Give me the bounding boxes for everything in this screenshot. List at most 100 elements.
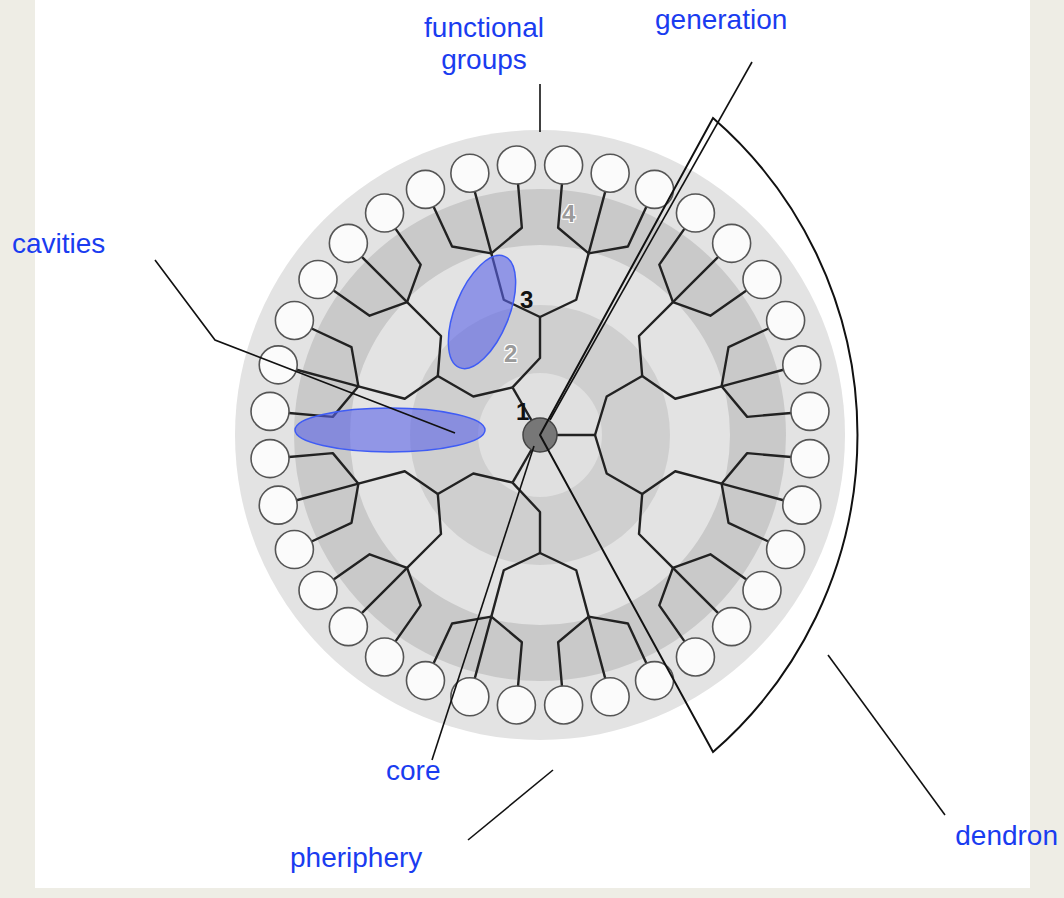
callout-number: 3 <box>520 288 533 312</box>
cavity <box>434 246 529 377</box>
branch-line <box>540 253 589 317</box>
branch-line <box>334 554 407 579</box>
callout-number: 1 <box>516 400 529 424</box>
part-label: cavities <box>12 228 105 260</box>
branch-line <box>362 568 407 613</box>
functional-group-circle <box>251 440 289 478</box>
part-label: dendron <box>955 820 1058 852</box>
functional-group-circle <box>591 154 629 192</box>
branch-line <box>438 474 513 495</box>
branch-line <box>722 329 769 387</box>
functional-group-circle <box>406 170 444 208</box>
branch-line <box>434 207 492 254</box>
branch-line <box>358 471 437 494</box>
branch-line <box>312 484 359 542</box>
functional-group-circle <box>275 301 313 339</box>
branch-line <box>395 568 420 641</box>
functional-group-circle <box>713 224 751 262</box>
branch-line <box>362 257 407 302</box>
functional-group-circle <box>259 486 297 524</box>
part-label: generation <box>655 4 787 36</box>
functional-group-circle <box>545 686 583 724</box>
functional-group-circle <box>497 686 535 724</box>
functional-group-circle <box>299 261 337 299</box>
branch-line <box>673 257 718 302</box>
branch-line <box>639 494 673 568</box>
functional-group-circle <box>791 392 829 430</box>
branch-line <box>334 290 407 315</box>
branch-line <box>438 376 513 397</box>
branch-line <box>673 568 718 613</box>
branch-line <box>673 554 746 579</box>
branch-line <box>491 553 540 617</box>
functional-group-circle <box>743 571 781 609</box>
functional-group-circle <box>366 638 404 676</box>
leader-line <box>539 84 541 132</box>
functional-group-circle <box>676 194 714 232</box>
branch-line <box>475 617 492 679</box>
branch-line <box>642 376 721 399</box>
functional-group-circle <box>406 662 444 700</box>
part-label: functional groups <box>384 12 584 76</box>
callout-number: 4 <box>562 202 575 226</box>
branch-line <box>540 553 589 617</box>
cavity <box>295 408 485 452</box>
branch-line <box>297 484 359 501</box>
callout-number: 2 <box>504 342 517 366</box>
functional-group-circle <box>676 638 714 676</box>
branch-line <box>312 329 359 387</box>
branch-line <box>491 184 522 253</box>
functional-group-circle <box>451 154 489 192</box>
branch-line <box>491 617 522 686</box>
branch-line <box>289 453 358 484</box>
functional-group-circle <box>791 440 829 478</box>
branch-line <box>513 483 541 553</box>
branch-line <box>659 568 684 641</box>
functional-group-circle <box>329 224 367 262</box>
leader-line <box>550 62 752 420</box>
branch-line <box>558 184 589 253</box>
functional-group-circle <box>591 678 629 716</box>
functional-group-circle <box>783 486 821 524</box>
branch-line <box>589 617 647 664</box>
branch-line <box>722 484 769 542</box>
functional-group-circle <box>713 608 751 646</box>
branch-line <box>558 617 589 686</box>
dendron-bracket <box>540 118 857 752</box>
functional-group-circle <box>497 146 535 184</box>
leader-line <box>432 446 534 760</box>
functional-group-circle <box>743 261 781 299</box>
branch-line <box>642 471 721 494</box>
branch-line <box>358 376 437 399</box>
functional-group-circle <box>251 392 289 430</box>
branch-line <box>722 453 791 484</box>
branch-line <box>595 376 642 435</box>
leader-line <box>828 655 945 815</box>
branch-line <box>722 386 791 417</box>
branch-line <box>639 302 673 376</box>
branch-line <box>407 302 441 376</box>
branch-line <box>434 617 492 664</box>
branch-line <box>395 229 420 302</box>
branch-line <box>475 192 492 254</box>
branch-line <box>722 370 784 387</box>
branch-line <box>407 494 441 568</box>
functional-group-circle <box>767 531 805 569</box>
part-label: pheriphery <box>290 842 422 874</box>
white-panel <box>35 0 1030 888</box>
leader-line <box>468 770 553 840</box>
functional-group-circle <box>783 346 821 384</box>
part-label: core <box>386 755 440 787</box>
functional-group-circle <box>545 146 583 184</box>
branch-line <box>589 192 606 254</box>
branch-line <box>722 484 784 501</box>
branch-line <box>589 207 647 254</box>
branch-line <box>595 435 642 494</box>
functional-group-circle <box>767 301 805 339</box>
functional-group-circle <box>366 194 404 232</box>
functional-group-circle <box>299 571 337 609</box>
functional-group-circle <box>275 531 313 569</box>
functional-group-circle <box>329 608 367 646</box>
leader-line <box>155 260 455 433</box>
